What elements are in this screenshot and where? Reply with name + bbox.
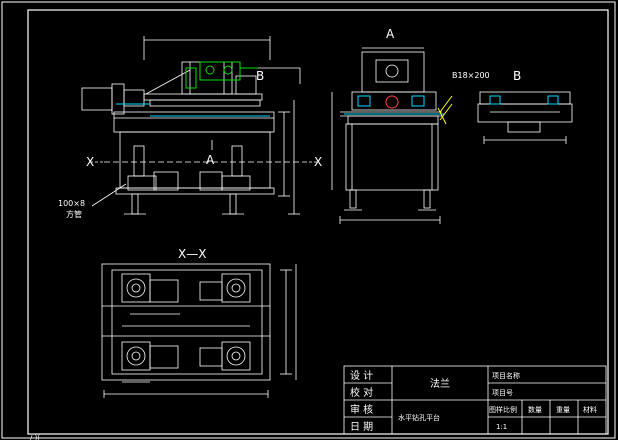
view-a-accents xyxy=(344,95,453,125)
tb-col-scale: 图样比例 xyxy=(489,405,517,414)
tb-label-proof: 校 对 xyxy=(350,386,373,399)
section-x-right-label: X xyxy=(314,155,322,169)
section-xx-title: X—X xyxy=(178,247,206,261)
view-b-title: B xyxy=(513,69,521,83)
leader-bolt-label: B18×200 xyxy=(452,71,490,80)
tb-label-date: 日 期 xyxy=(350,421,373,433)
section-x-left-label: X xyxy=(86,155,94,169)
motor-icon xyxy=(81,87,113,111)
view-b-accents xyxy=(489,95,559,105)
front-view-accents xyxy=(116,61,270,117)
section-xx-view xyxy=(101,263,297,398)
view-a-title: A xyxy=(386,27,395,41)
title-block-grid xyxy=(343,365,607,435)
tb-col-count: 数量 xyxy=(528,405,542,414)
tb-project-no-label: 项目号 xyxy=(492,389,513,397)
tb-col-weight: 重量 xyxy=(556,406,570,414)
tb-drawing-name: 水平钻孔平台 xyxy=(398,413,440,422)
leader-tube-size-label: 100×8 xyxy=(58,199,85,208)
bottom-corner-mark: / )( xyxy=(30,434,40,440)
tb-label-review: 审 核 xyxy=(350,403,373,416)
view-b xyxy=(477,91,573,144)
tb-project-name-label: 项目名称 xyxy=(492,371,520,380)
tb-scale-value: 1:1 xyxy=(496,423,507,431)
leader-tube-name-label: 方管 xyxy=(66,209,82,219)
front-view xyxy=(81,36,318,215)
view-a xyxy=(331,47,442,224)
tb-col-material: 材料 xyxy=(583,405,597,414)
tb-part-name: 法兰 xyxy=(430,377,450,390)
view-a-arrow-label: A xyxy=(206,153,215,167)
view-b-arrow-label: B xyxy=(256,69,264,83)
drawing-text: A B B A X X X—X B18×200 100×8 方管 / )( 设 … xyxy=(30,27,597,440)
tb-label-design: 设 计 xyxy=(350,369,373,382)
